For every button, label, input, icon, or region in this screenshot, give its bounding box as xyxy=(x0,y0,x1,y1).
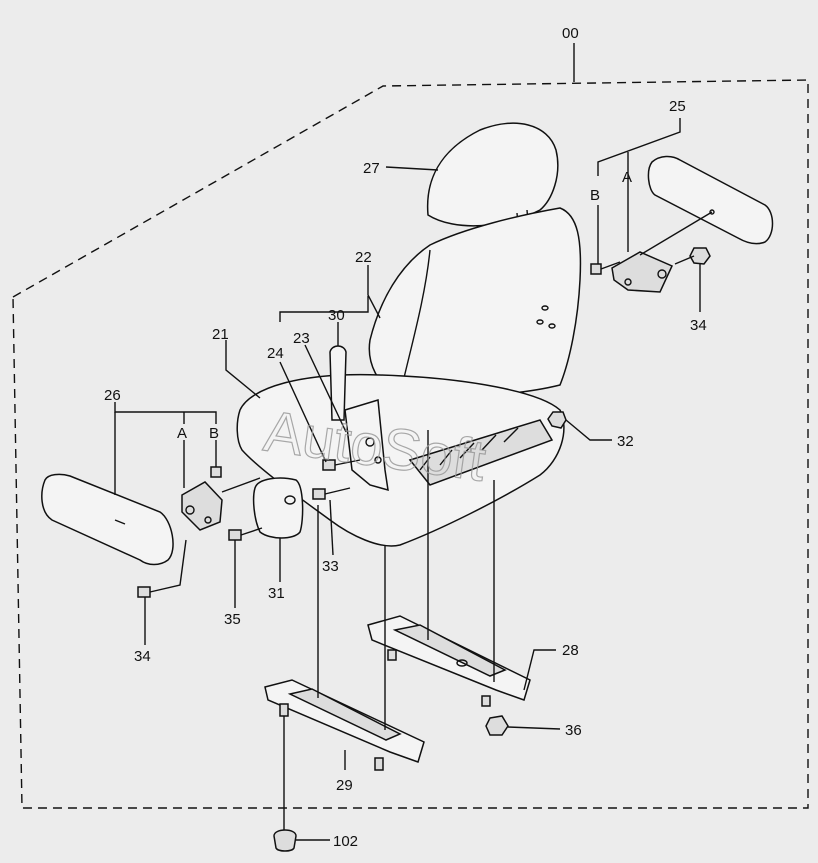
bolt-34-left xyxy=(137,539,187,598)
nut-102 xyxy=(273,716,297,852)
label-22: 22 xyxy=(355,249,372,266)
bolt-b-left xyxy=(210,440,222,478)
label-32: 32 xyxy=(617,433,634,450)
headrest-leader xyxy=(385,166,439,171)
nut-32-leader xyxy=(565,419,612,441)
seat-back xyxy=(368,207,582,398)
label-102: 102 xyxy=(333,833,358,850)
armrest-right-leader xyxy=(597,118,681,252)
rail-right-leader xyxy=(523,649,556,691)
bolt-33-leader xyxy=(329,499,334,556)
seat-hatch-lines xyxy=(419,427,519,471)
left-armrest xyxy=(41,473,223,566)
bracket-label-leader xyxy=(279,296,369,322)
right-armrest xyxy=(611,155,774,293)
label-33: 33 xyxy=(322,558,339,575)
nut-36-leader xyxy=(507,726,561,730)
bolt-35 xyxy=(228,527,263,541)
ref-b-right: B xyxy=(590,187,600,204)
seat-back-leader xyxy=(367,265,381,319)
label-28: 28 xyxy=(562,642,579,659)
seat-cushion xyxy=(236,373,565,547)
label-34-left: 34 xyxy=(134,648,151,665)
bolt-33 xyxy=(312,487,351,500)
armrest-right-pin xyxy=(639,211,713,256)
nut-36 xyxy=(485,715,509,736)
assembly-boundary xyxy=(12,79,809,809)
slide-rail-right xyxy=(367,615,531,707)
label-30: 30 xyxy=(328,307,345,324)
label-21: 21 xyxy=(212,326,229,343)
bolt-24 xyxy=(322,459,361,471)
label-27: 27 xyxy=(363,160,380,177)
label-36: 36 xyxy=(565,722,582,739)
label-26: 26 xyxy=(104,387,121,404)
label-24: 24 xyxy=(267,345,284,362)
part-23-leader xyxy=(304,344,347,433)
cushion-leader xyxy=(225,340,261,399)
label-31: 31 xyxy=(268,585,285,602)
knob xyxy=(252,477,304,539)
armrest-left-leader xyxy=(114,402,217,424)
label-25: 25 xyxy=(669,98,686,115)
label-23: 23 xyxy=(293,330,310,347)
bolt-34-right xyxy=(674,247,711,265)
seat-hatch xyxy=(408,419,554,486)
bolt-b-right xyxy=(590,205,602,275)
part-24-leader xyxy=(279,361,327,463)
ref-a-right: A xyxy=(622,169,632,186)
seat-back-holes xyxy=(536,305,556,329)
ref-b-left: B xyxy=(209,425,219,442)
label-29: 29 xyxy=(336,777,353,794)
nut-32 xyxy=(547,411,567,429)
lever xyxy=(329,345,347,421)
label-35: 35 xyxy=(224,611,241,628)
slide-rail-left xyxy=(264,679,425,771)
label-00: 00 xyxy=(562,25,579,42)
ref-a-left: A xyxy=(177,425,187,442)
label-34-right: 34 xyxy=(690,317,707,334)
